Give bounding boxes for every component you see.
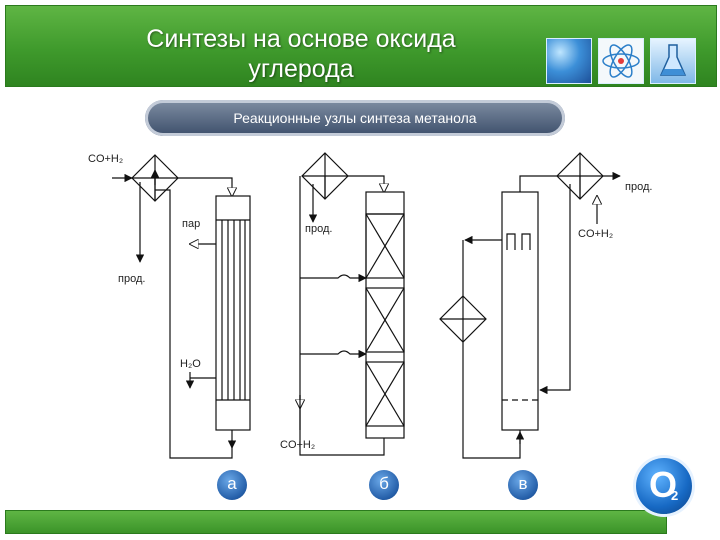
slide-title: Синтезы на основе оксида углерода (86, 24, 516, 84)
v-product-label: прод. (625, 181, 652, 193)
heat-exchanger-v-side (439, 295, 487, 343)
o2-logo-subscript: 2 (671, 488, 679, 503)
a-product-label: прод. (118, 273, 145, 285)
atom-image (598, 38, 644, 84)
o2-logo-letter: O (649, 464, 678, 505)
title-line-2: углерода (248, 55, 354, 83)
o2-logo: O 2 (636, 458, 692, 514)
scheme-b (300, 152, 405, 456)
subtitle: Реакционные узлы синтеза метанола (233, 110, 477, 126)
badge-b: б (369, 470, 399, 500)
a-water-label: H₂O (180, 358, 201, 370)
b-product-label: прод. (305, 223, 332, 235)
flask-image (650, 38, 696, 84)
badge-v: в (508, 470, 538, 500)
molecule-image (546, 38, 592, 84)
atom-icon (602, 44, 640, 78)
a-feed-label: CO+H₂ (88, 153, 123, 165)
reactor-v (501, 191, 539, 431)
reactor-a (215, 195, 251, 431)
footer-bar (5, 510, 667, 534)
title-line-1: Синтезы на основе оксида (146, 25, 456, 53)
subtitle-bar: Реакционные узлы синтеза метанола (145, 100, 565, 136)
badge-a: а (217, 470, 247, 500)
header-bar: Синтезы на основе оксида углерода (5, 5, 717, 87)
a-steam-label: пар (182, 218, 200, 230)
b-feed-label: CO+H₂ (280, 439, 315, 451)
v-feed-label: CO+H₂ (578, 228, 613, 240)
reactor-b (365, 191, 405, 439)
scheme-v (439, 152, 621, 459)
scheme-a (112, 154, 251, 459)
flask-icon (659, 44, 687, 76)
